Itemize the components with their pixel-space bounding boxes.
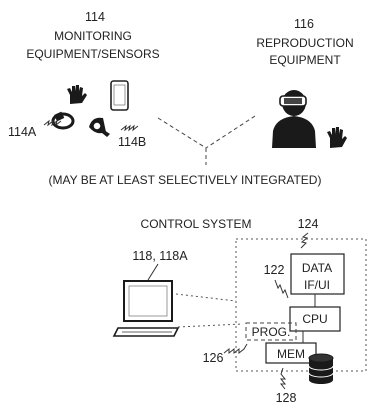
mem-ref: 128 xyxy=(276,391,297,405)
computer-icon xyxy=(112,280,180,337)
prog-label: PROG. xyxy=(252,325,291,339)
bracelet-icon xyxy=(51,111,75,130)
control-system-title: CONTROL SYSTEM xyxy=(141,217,252,231)
monitoring-ref: 114 xyxy=(85,10,105,24)
reproduction-ref: 116 xyxy=(294,17,314,31)
reproduction-glove-icon xyxy=(327,127,347,148)
prog-ref: 126 xyxy=(203,351,224,365)
glove-icon xyxy=(67,85,87,104)
cpu-box xyxy=(289,306,341,332)
cpu-ref: 122 xyxy=(264,263,285,277)
computer-ref: 118, 118A xyxy=(132,249,188,263)
database-icon xyxy=(308,353,334,384)
data-box-line1: DATA xyxy=(302,261,332,275)
phone-icon xyxy=(110,80,129,111)
reproduction-group: 116 REPRODUCTION EQUIPMENT xyxy=(256,17,354,148)
monitoring-ref-b: 114B xyxy=(118,135,146,149)
data-ref: 124 xyxy=(298,217,319,231)
integration-links xyxy=(157,115,256,165)
monitoring-ref-a: 114A xyxy=(8,125,37,139)
control-system-boundary xyxy=(235,238,367,372)
reproduction-title-line2: EQUIPMENT xyxy=(269,53,341,67)
prog-box xyxy=(245,322,297,341)
cpu-label: CPU xyxy=(302,312,327,326)
monitoring-group: 114 MONITORING EQUIPMENT/SENSORS 114A 11… xyxy=(8,10,160,149)
mem-label: MEM xyxy=(277,347,305,361)
control-system-group: CONTROL SYSTEM 118, 118A DATA IF/UI 124 … xyxy=(112,217,367,405)
camera-sensor-icon xyxy=(89,117,110,137)
monitoring-title-line2: EQUIPMENT/SENSORS xyxy=(26,47,159,61)
data-box-line2: IF/UI xyxy=(304,278,330,292)
vr-headset-person-icon xyxy=(272,90,316,148)
mem-box xyxy=(265,342,317,364)
integration-note: (MAY BE AT LEAST SELECTIVELY INTEGRATED) xyxy=(49,173,322,187)
monitoring-title-line1: MONITORING xyxy=(54,29,132,43)
data-if-ui-box xyxy=(290,253,345,295)
reproduction-title-line1: REPRODUCTION xyxy=(256,36,353,50)
